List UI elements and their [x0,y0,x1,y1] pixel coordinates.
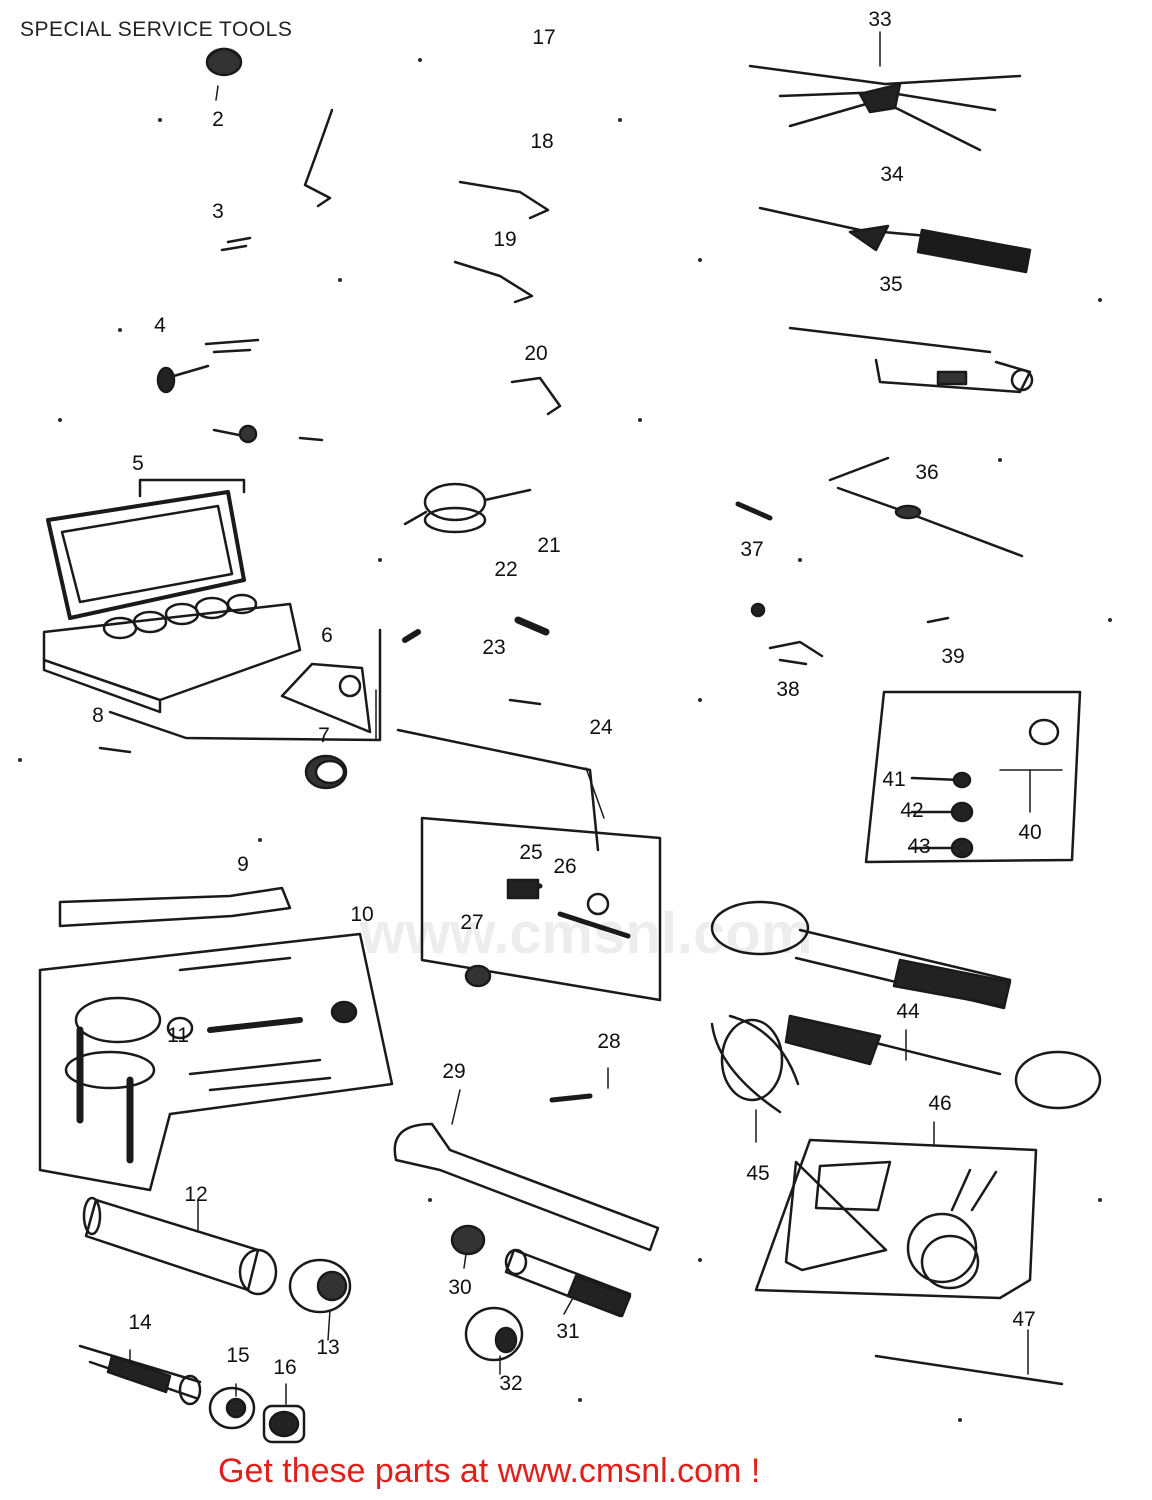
part-19 [453,260,534,304]
part-31-shaft [504,1248,632,1318]
part-47 [874,1354,1064,1386]
callout-21: 21 [537,534,561,557]
callout-7: 7 [318,724,330,747]
callout-19: 19 [493,228,517,251]
part-4-pin [156,338,324,444]
part-16 [262,1404,306,1444]
part-29-wrench [393,1122,660,1252]
part-14-shaft [78,1344,202,1406]
callout-38: 38 [776,678,800,701]
part-17-wire [303,108,334,208]
callout-23: 23 [482,636,506,659]
part-33-feeler [748,64,1022,152]
callout-29: 29 [442,1060,466,1083]
part-6-plate [280,629,421,734]
callout-34: 34 [880,163,904,186]
part-30 [450,1224,486,1256]
part-3 [220,236,252,252]
part-7-cap [304,754,348,790]
callout-45: 45 [746,1162,770,1185]
part-39 [926,616,950,624]
part-22 [514,616,550,636]
callout-4: 4 [154,314,166,337]
callout-10: 10 [350,903,374,926]
part-37 [735,501,773,521]
part-36-thandle [828,456,1024,558]
callout-43: 43 [907,835,931,858]
callout-16: 16 [273,1356,297,1379]
callout-11: 11 [167,1024,189,1047]
part-46-meter [754,1138,1038,1300]
callout-42: 42 [900,799,924,822]
footer-link[interactable]: Get these parts at www.cmsnl.com ! [218,1452,761,1490]
callout-22: 22 [494,558,518,581]
callout-30: 30 [448,1276,472,1299]
callout-18: 18 [530,130,554,153]
part-23 [508,698,542,706]
callout-2: 2 [212,108,224,131]
leader-lines [129,31,1063,1405]
part-21-puller [403,482,532,534]
part-34-driver [758,206,1032,274]
callout-24: 24 [589,716,613,739]
part-38 [750,602,824,666]
callout-14: 14 [128,1311,152,1334]
callout-41: 41 [882,768,906,791]
callout-13: 13 [316,1336,340,1359]
callout-46: 46 [928,1092,952,1115]
callout-35: 35 [879,273,903,296]
callout-25: 25 [519,841,543,864]
callout-15: 15 [226,1344,250,1367]
callout-39: 39 [941,645,965,668]
callout-44: 44 [896,1000,920,1023]
callout-36: 36 [915,461,939,484]
part-40-set [864,690,1082,864]
callout-12: 12 [184,1183,208,1206]
part-12-pipe [82,1196,278,1296]
part-9-rod [58,886,292,928]
callout-27: 27 [460,911,484,934]
part-24-board [396,728,662,1002]
callout-32: 32 [499,1372,523,1395]
callout-3: 3 [212,200,224,223]
part-45-strap [710,1014,800,1114]
part-10-set [38,932,394,1192]
part-20 [510,376,562,416]
part-35-bar [788,326,1034,394]
callout-8: 8 [92,704,104,727]
part-5-case [42,478,382,742]
callout-20: 20 [524,342,548,365]
callout-28: 28 [597,1030,621,1053]
callout-26: 26 [553,855,577,878]
part-13-bushing [288,1258,352,1314]
callout-31: 31 [556,1320,580,1343]
callout-33: 33 [868,8,892,31]
callout-6: 6 [321,624,333,647]
watermark: www.cmsnl.com [360,901,813,966]
callout-40: 40 [1018,821,1042,844]
callout-17: 17 [532,26,556,49]
part-2-knob [205,47,243,77]
part-32 [464,1306,524,1362]
part-8 [98,746,132,754]
part-44-filter-wrench [710,900,1102,1110]
callout-37: 37 [740,538,764,561]
part-15 [208,1386,256,1430]
callout-5: 5 [132,452,144,475]
page-title: SPECIAL SERVICE TOOLS [20,18,293,41]
part-28 [549,1093,593,1103]
part-18 [458,180,550,220]
callout-9: 9 [237,853,249,876]
callout-47: 47 [1012,1308,1036,1331]
scan-noise [18,58,1112,1422]
